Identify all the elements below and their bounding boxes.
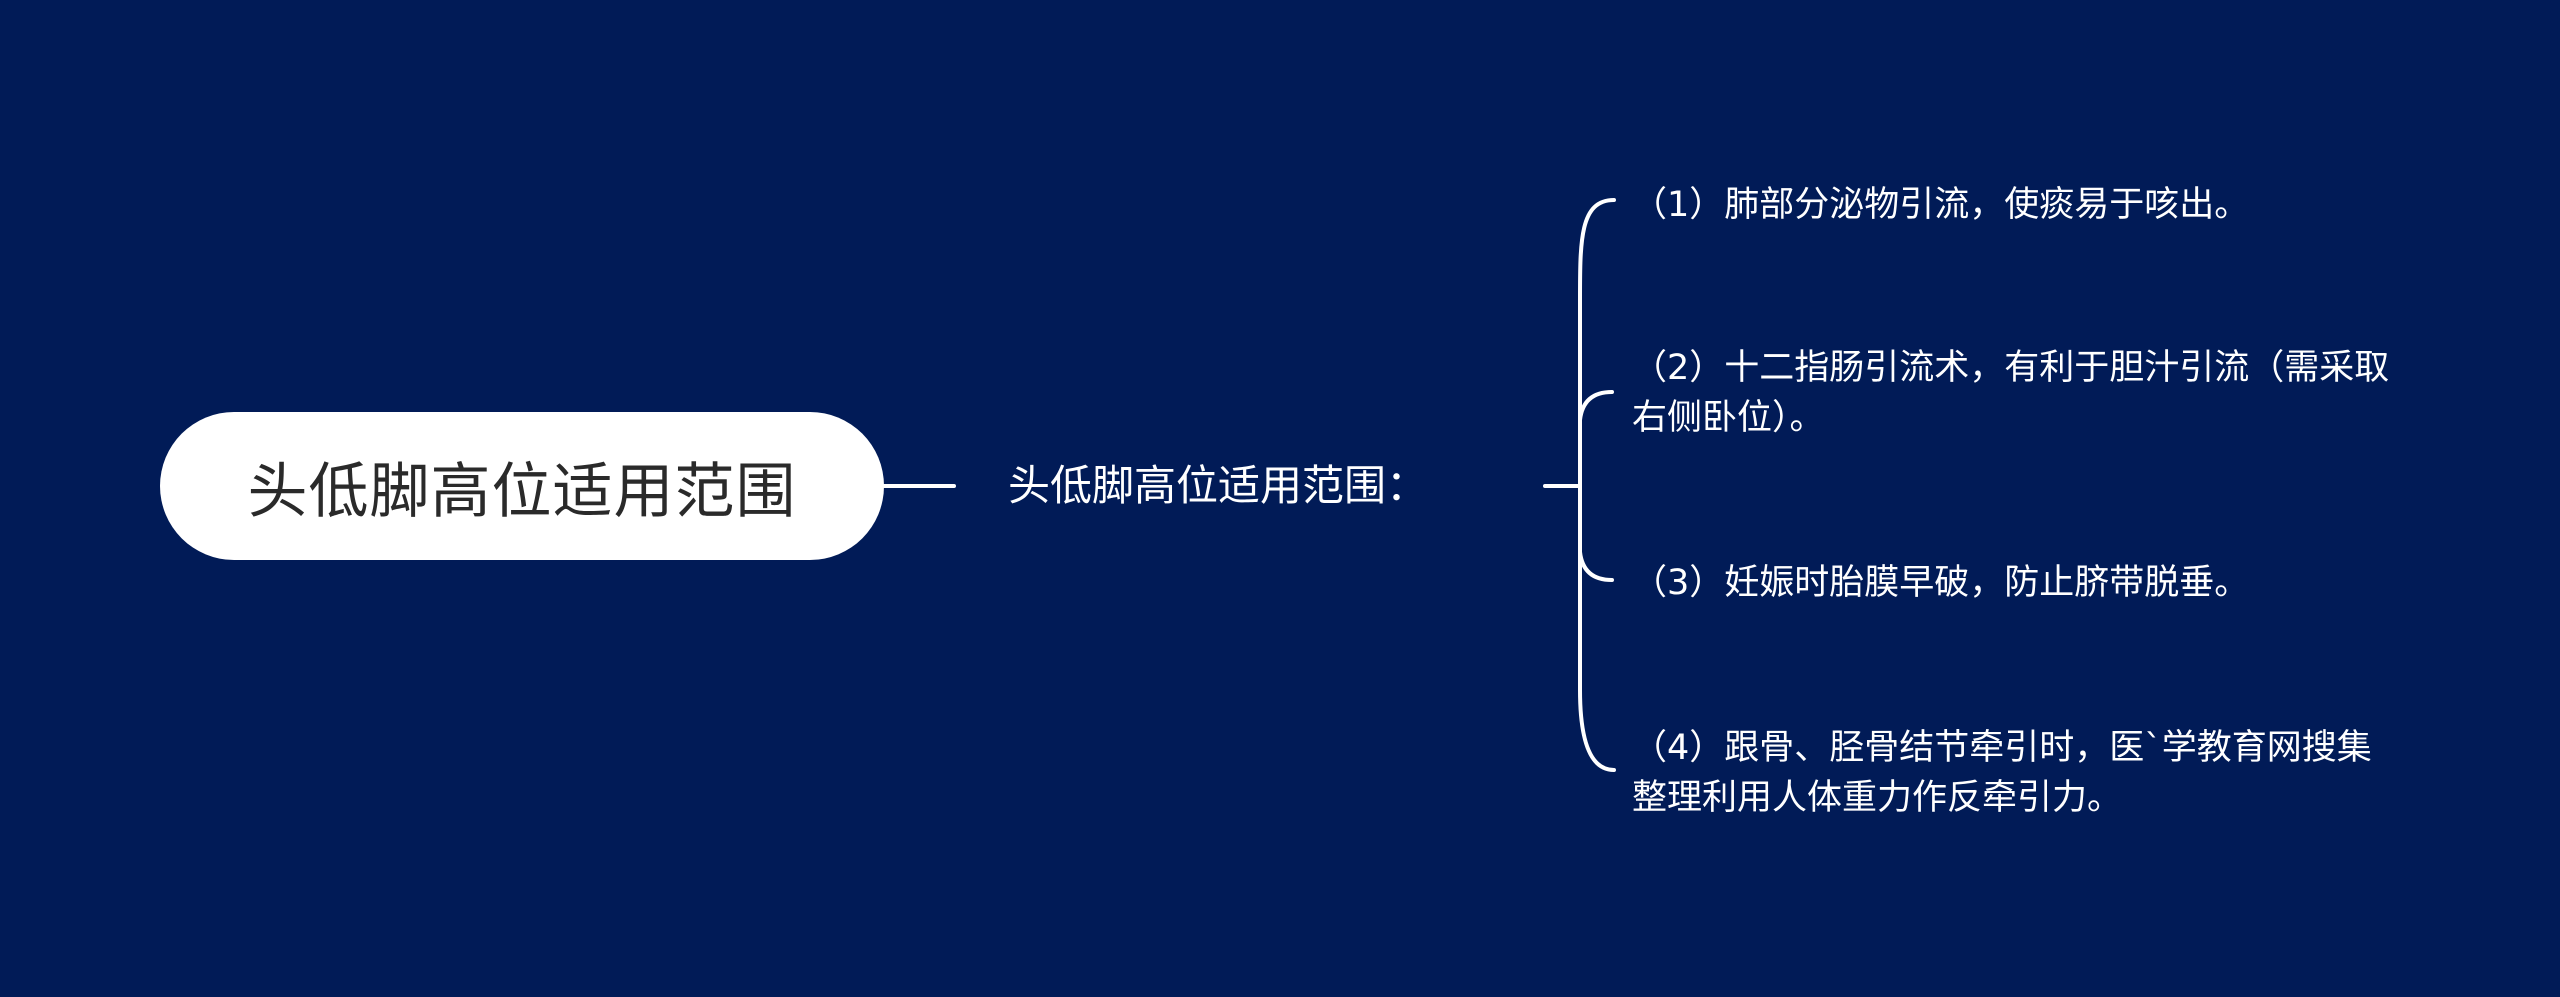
leaf-node-2[interactable]: （2）十二指肠引流术，有利于胆汁引流（需采取右侧卧位）。 — [1632, 348, 2390, 438]
bracket-curve — [1578, 198, 1616, 772]
branch-node-label[interactable]: 头低脚高位适用范围： — [1008, 461, 1429, 510]
bracket-tick-3 — [1578, 550, 1614, 582]
leaf-node-3[interactable]: （3）妊娠时胎膜早破，防止脐带脱垂。 — [1632, 563, 2250, 603]
leaf-node-1[interactable]: （1）肺部分泌物引流，使痰易于咳出。 — [1632, 185, 2250, 225]
bracket-tick-2 — [1578, 390, 1614, 422]
root-node[interactable]: 头低脚高位适用范围 — [160, 412, 884, 560]
leaf-node-4[interactable]: （4）跟骨、胫骨结节牵引时，医`学教育网搜集整理利用人体重力作反牵引力。 — [1632, 728, 2372, 818]
root-node-label: 头低脚高位适用范围 — [247, 456, 797, 527]
